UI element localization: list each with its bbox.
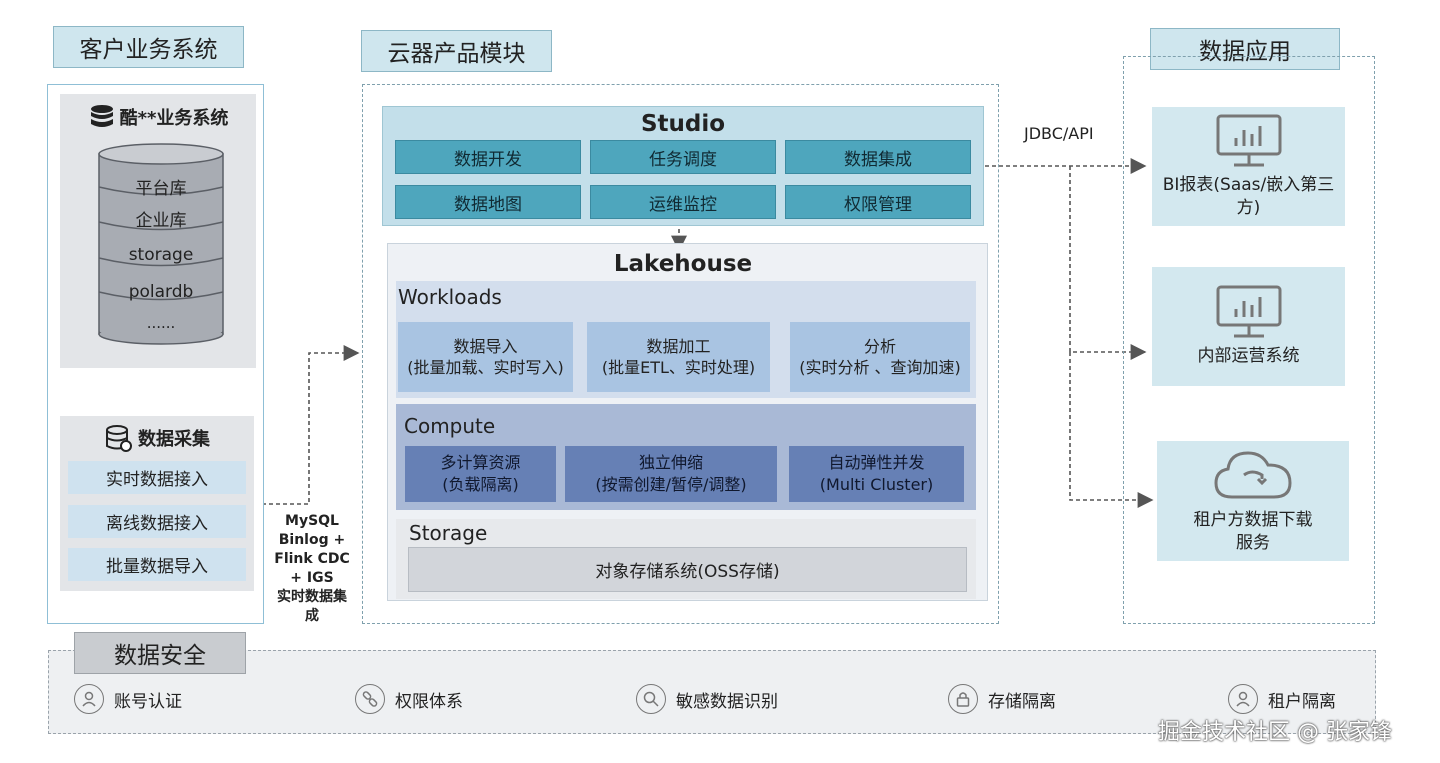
studio-item: 任务调度 — [590, 140, 776, 174]
integration-line: 成 — [305, 608, 319, 624]
security-label: 账号认证 — [114, 691, 182, 712]
app-tenant-download: 租户方数据下载服务 — [1157, 441, 1349, 561]
compute-name: 多计算资源 — [440, 453, 521, 472]
jdbc-api-label: JDBC/API — [1024, 124, 1094, 143]
studio-item: 数据开发 — [395, 140, 581, 174]
workload-sub: (批量ETL、实时处理) — [601, 358, 756, 377]
workload-name: 数据加工 — [646, 337, 711, 356]
integration-label: MySQL Binlog + Flink CDC + IGS 实时数据集 成 — [262, 512, 362, 626]
compute-title: Compute — [404, 414, 496, 438]
monitor-chart-icon — [1216, 285, 1281, 338]
compute-section: Compute 多计算资源 (负载隔离) 独立伸缩 (按需创建/暂停/调整) 自… — [396, 404, 976, 510]
db-item: 平台库 — [135, 178, 187, 199]
app-internal-ops: 内部运营系统 — [1152, 267, 1345, 386]
lakehouse-title: Lakehouse — [583, 248, 783, 280]
link-icon — [355, 684, 385, 714]
app-label: 内部运营系统 — [1197, 346, 1300, 366]
security-header: 数据安全 — [74, 632, 246, 674]
workload-sub: (实时分析 、查询加速) — [799, 358, 961, 377]
data-collect-title-row: 数据采集 — [60, 422, 254, 454]
integration-line: Binlog + — [278, 532, 346, 548]
storage-item: 对象存储系统(OSS存储) — [408, 547, 967, 592]
database-sync-icon — [106, 425, 132, 452]
business-system-title-row: 酷**业务系统 — [60, 102, 256, 132]
cloud-panel — [362, 84, 999, 624]
workloads-title: Workloads — [398, 285, 502, 309]
security-item: 租户隔离 — [1228, 684, 1336, 714]
user-icon — [1228, 684, 1258, 714]
cloud-download-icon — [1214, 451, 1292, 499]
studio-item: 数据集成 — [785, 140, 971, 174]
workloads-section: Workloads 数据导入 (批量加载、实时写入) 数据加工 (批量ETL、实… — [396, 281, 976, 398]
apps-header: 数据应用 — [1150, 28, 1340, 70]
lock-icon — [948, 684, 978, 714]
cloud-header: 云器产品模块 — [361, 30, 552, 72]
arrow-to-tenant — [1069, 352, 1154, 508]
integration-line: + IGS — [290, 570, 334, 586]
user-icon — [74, 684, 104, 714]
security-item: 权限体系 — [355, 684, 463, 714]
compute-item: 多计算资源 (负载隔离) — [405, 446, 556, 502]
studio-item: 数据地图 — [395, 185, 581, 219]
app-label: BI报表(Saas/嵌入第三方) — [1162, 174, 1335, 218]
search-icon — [636, 684, 666, 714]
storage-section: Storage 对象存储系统(OSS存储) — [396, 519, 976, 599]
workload-item: 数据加工 (批量ETL、实时处理) — [587, 322, 770, 392]
security-label: 敏感数据识别 — [676, 691, 778, 712]
watermark: 掘金技术社区 @ 张家锋 — [1158, 720, 1392, 745]
app-label: 租户方数据下载服务 — [1193, 510, 1313, 553]
integration-line: 实时数据集 — [277, 589, 347, 605]
security-panel — [48, 650, 1376, 734]
storage-title: Storage — [409, 521, 488, 545]
compute-sub: (按需创建/暂停/调整) — [595, 475, 747, 494]
arrow-collect-to-lakehouse — [255, 345, 360, 505]
collect-item: 实时数据接入 — [68, 461, 246, 494]
security-item: 账号认证 — [74, 684, 182, 714]
compute-sub: (Multi Cluster) — [819, 475, 934, 494]
data-collect-title: 数据采集 — [138, 429, 210, 450]
studio-title: Studio — [640, 111, 726, 137]
db-item: polardb — [128, 282, 194, 302]
db-item: storage — [128, 245, 194, 265]
business-system-title: 酷**业务系统 — [119, 108, 229, 129]
monitor-chart-icon — [1216, 114, 1281, 166]
apps-panel — [1123, 56, 1375, 624]
security-item: 敏感数据识别 — [636, 684, 778, 714]
workload-item: 分析 (实时分析 、查询加速) — [790, 322, 970, 392]
workload-item: 数据导入 (批量加载、实时写入) — [398, 322, 573, 392]
business-system-box: 酷**业务系统 平台库 企业库 storage polardb ...... — [60, 94, 256, 368]
customer-header: 客户业务系统 — [53, 26, 244, 68]
security-item: 存储隔离 — [948, 684, 1056, 714]
studio-item: 权限管理 — [785, 185, 971, 219]
security-label: 存储隔离 — [988, 691, 1056, 712]
studio-item: 运维监控 — [590, 185, 776, 219]
lakehouse-box: Lakehouse Workloads 数据导入 (批量加载、实时写入) 数据加… — [387, 243, 988, 601]
data-collect-box: 数据采集 实时数据接入 离线数据接入 批量数据导入 — [60, 416, 254, 591]
database-icon — [90, 105, 113, 127]
compute-item: 自动弹性并发 (Multi Cluster) — [789, 446, 964, 502]
compute-sub: (负载隔离) — [442, 475, 519, 494]
collect-item: 批量数据导入 — [68, 548, 246, 581]
compute-name: 自动弹性并发 — [828, 453, 925, 472]
workload-name: 分析 — [863, 337, 896, 356]
app-bi-report: BI报表(Saas/嵌入第三方) — [1152, 107, 1345, 226]
integration-line: MySQL — [285, 513, 339, 529]
studio-box: Studio 数据开发 任务调度 数据集成 数据地图 运维监控 权限管理 — [382, 106, 984, 226]
security-label: 租户隔离 — [1268, 691, 1336, 712]
db-item: ...... — [146, 314, 176, 332]
integration-line: Flink CDC — [274, 551, 350, 567]
db-item: 企业库 — [135, 210, 187, 231]
workload-name: 数据导入 — [453, 337, 518, 356]
compute-item: 独立伸缩 (按需创建/暂停/调整) — [565, 446, 777, 502]
security-label: 权限体系 — [395, 691, 463, 712]
compute-name: 独立伸缩 — [638, 453, 703, 472]
workload-sub: (批量加载、实时写入) — [407, 358, 564, 377]
collect-item: 离线数据接入 — [68, 505, 246, 538]
database-cylinder — [98, 143, 224, 345]
